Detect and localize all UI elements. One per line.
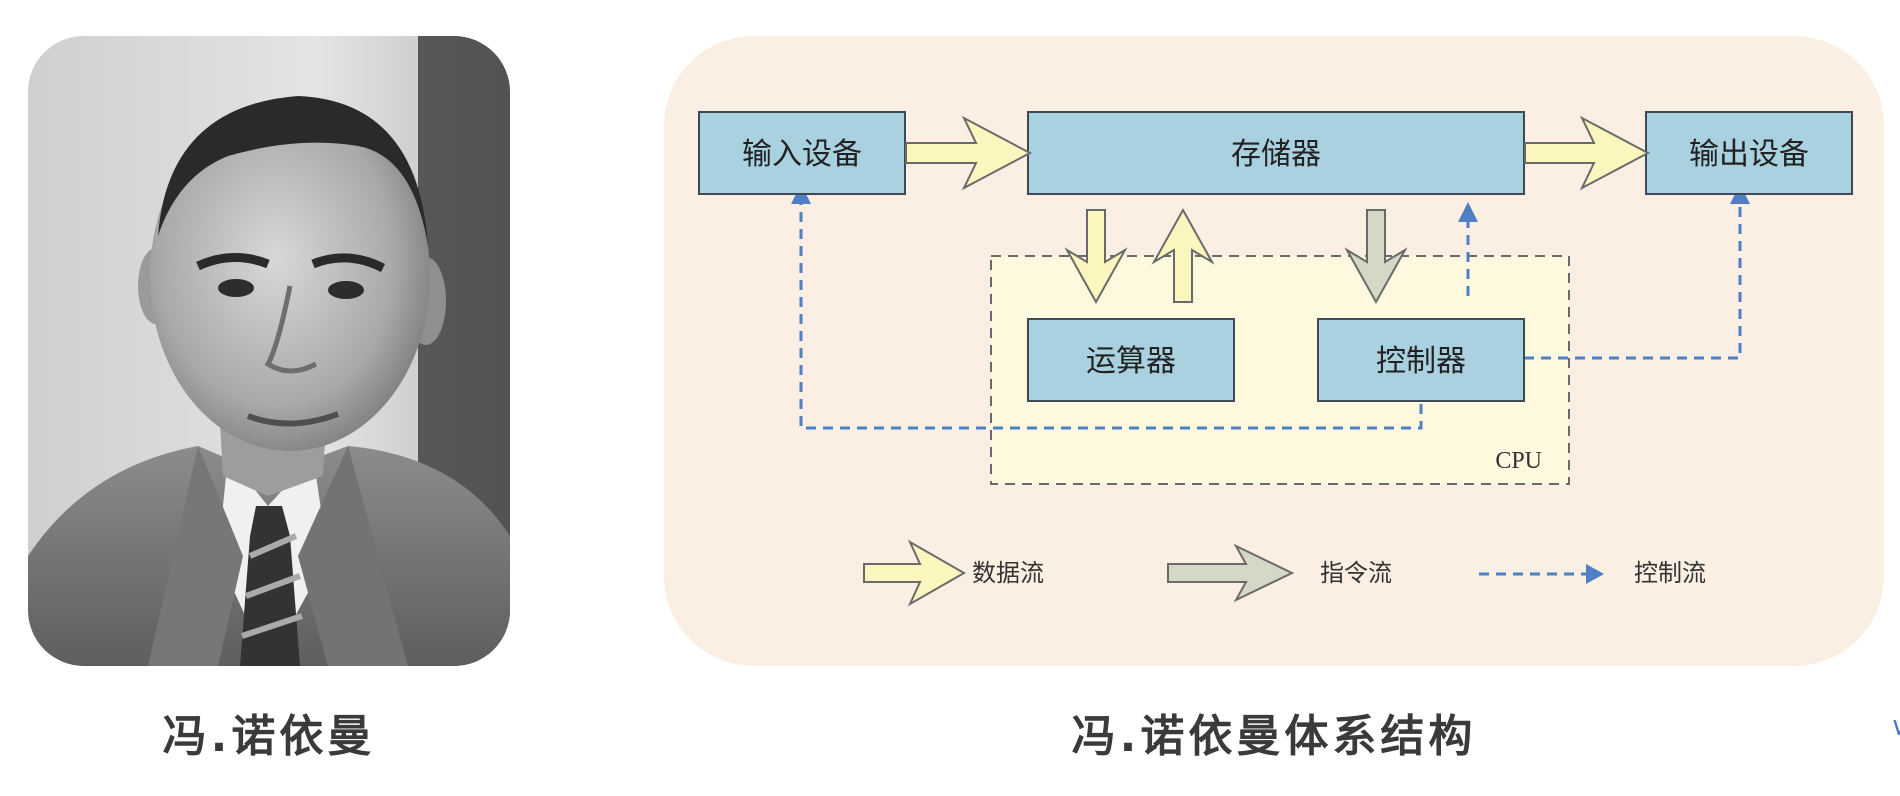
legend: 数据流 指令流 控制流 (863, 539, 1706, 607)
instruction-arrow-memory-to-controller (1344, 209, 1408, 305)
output-device-label: 输出设备 (1689, 137, 1809, 172)
cpu-label: CPU (1495, 448, 1542, 474)
chevron-down-icon: ∨ (1890, 718, 1900, 736)
controller-box (1317, 318, 1525, 402)
controller-label: 控制器 (1376, 344, 1466, 379)
portrait-caption: 冯.诺依曼 (162, 711, 376, 762)
architecture-diagram: CPU 输入设备 存储器 输出设备 运算器 控制器 (664, 36, 1884, 666)
legend-data-arrow (863, 539, 967, 607)
data-arrow-input-to-memory (905, 115, 1033, 191)
data-arrow-alu-to-memory (1151, 207, 1215, 303)
data-arrow-memory-to-output (1524, 115, 1651, 191)
diagram-caption: 冯.诺依曼体系结构 (1071, 711, 1477, 762)
control-flow-lines (799, 198, 1742, 430)
legend-control-arrowhead (1586, 564, 1604, 584)
alu-label: 运算器 (1086, 344, 1176, 379)
memory-label: 存储器 (1231, 137, 1321, 172)
legend-data-flow-label: 数据流 (972, 559, 1044, 587)
input-device-box (698, 111, 906, 195)
legend-instruction-flow-label: 指令流 (1320, 559, 1392, 587)
legend-instruction-arrow (1167, 543, 1295, 603)
input-device-label: 输入设备 (742, 137, 862, 172)
portrait-photo (28, 36, 510, 666)
portrait-illustration (28, 36, 510, 666)
alu-box (1027, 318, 1235, 402)
data-arrow-memory-to-alu (1064, 209, 1128, 305)
legend-control-flow-label: 控制流 (1634, 559, 1706, 587)
